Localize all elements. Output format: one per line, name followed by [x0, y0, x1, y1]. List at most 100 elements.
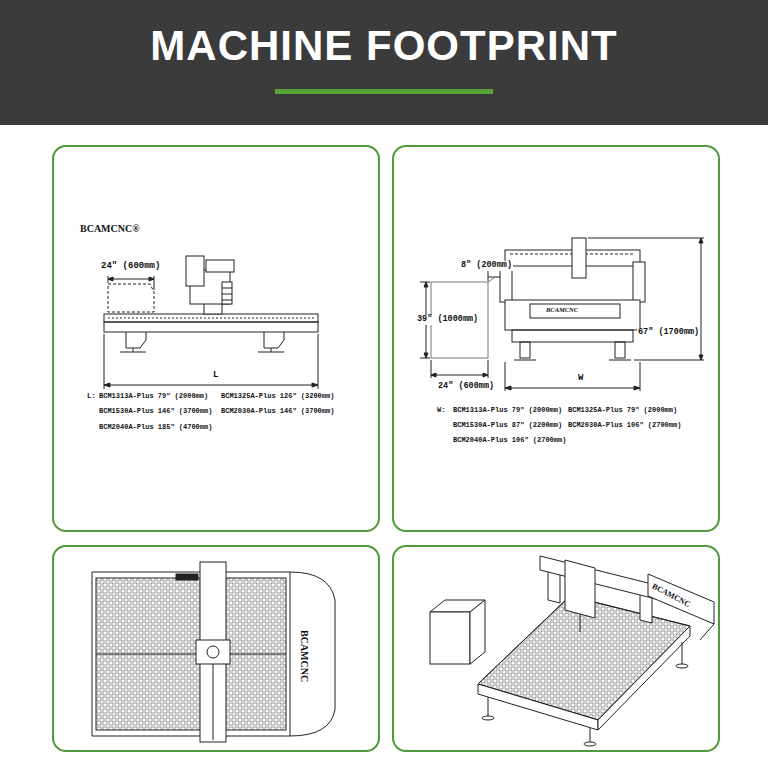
isometric-view-part	[676, 664, 688, 668]
top-view-part	[213, 664, 214, 740]
isometric-view-part	[590, 728, 591, 742]
side-view-part	[264, 332, 284, 348]
model-width: BCM1325A-Plus 79" (2000mm)	[567, 406, 678, 414]
top-view-part	[290, 572, 291, 736]
front-view-part	[633, 262, 645, 302]
model-width: BCM2040A-Plus 106" (2700mm)	[452, 436, 567, 444]
side-view-part	[133, 348, 134, 352]
isometric-view-part	[478, 684, 598, 730]
front-view-part	[640, 362, 641, 391]
side-view-part	[126, 332, 146, 348]
dimension-label: 8" (200mm)	[460, 261, 513, 271]
isometric-view-part	[682, 642, 683, 664]
isometric-view-part	[540, 556, 660, 600]
isometric-view-part	[488, 697, 489, 716]
front-view-part	[699, 238, 703, 360]
dimension-label: 67" (1700mm)	[637, 328, 700, 338]
side-view-part	[104, 383, 318, 387]
front-view-part	[520, 342, 530, 358]
front-view-part	[420, 282, 430, 283]
front-view-part	[572, 238, 586, 278]
list-heading: W:	[436, 406, 446, 414]
dimension-label: 24" (600mm)	[100, 261, 161, 271]
view-panel: BCAMCNC® 24" (600mm) L L:BCM1313A-Plus 79" …	[52, 145, 380, 532]
front-view-part	[512, 330, 633, 342]
top-view-part	[207, 646, 219, 658]
side-view-part	[154, 276, 155, 290]
isometric-view	[430, 556, 714, 746]
side-view-part	[108, 279, 154, 280]
front-view-part	[505, 362, 506, 391]
front-view-part	[505, 300, 640, 330]
side-view-part	[108, 318, 314, 319]
machine-logo: BCAMCNC	[650, 581, 693, 610]
isometric-view-part	[598, 626, 690, 730]
side-view	[104, 256, 318, 389]
dimension-label: 24" (600mm)	[437, 382, 495, 392]
top-view-part	[196, 640, 230, 664]
isometric-view-part	[648, 574, 714, 624]
front-view-part	[505, 388, 640, 389]
model-length: BCM1530A-Plus 146" (3700mm)	[98, 407, 213, 415]
dimension-label: 39" (1000mm)	[416, 315, 479, 325]
view-panel: 8" (200mm) 39" (1000mm) BCAMCNC 67" (1700mm…	[392, 145, 720, 532]
front-view-part	[488, 278, 494, 282]
top-view-part	[176, 574, 198, 580]
side-view-part	[318, 334, 319, 389]
model-length: BCM1313A-Plus 79" (2000mm)	[98, 392, 209, 400]
side-view-part	[108, 277, 154, 281]
model-length: BCM2030A-Plus 146" (3700mm)	[220, 407, 335, 415]
side-view-part	[104, 385, 318, 386]
front-view-part	[431, 373, 488, 377]
machine-logo: BCAMCNC	[299, 629, 311, 683]
front-view-part	[431, 375, 488, 376]
brand-logo: BCAMCNC®	[79, 223, 141, 235]
isometric-view-part	[580, 614, 581, 632]
isometric-view-part	[470, 600, 485, 664]
model-length: BCM1325A-Plus 126" (3200mm)	[220, 392, 335, 400]
model-width: BCM2030A-Plus 106" (2700mm)	[567, 421, 682, 429]
isometric-view-part	[565, 560, 595, 618]
side-view-part	[271, 348, 272, 352]
machine-logo: BCAMCNC	[545, 306, 579, 313]
side-view-part	[206, 260, 234, 272]
front-view-part	[588, 238, 704, 239]
page-title: MACHINE FOOTPRINT	[0, 22, 768, 70]
side-view-part	[222, 282, 232, 304]
front-view-part	[634, 360, 704, 361]
model-width: BCM1530A-Plus 87" (2200mm)	[452, 421, 563, 429]
front-view-part	[514, 360, 536, 361]
view-panel: BCAMCNC	[52, 545, 380, 752]
side-view-part	[186, 256, 204, 286]
isometric-view-part	[430, 612, 470, 664]
isometric-view-part	[584, 742, 596, 746]
model-length: BCM2040A-Plus 185" (4700mm)	[98, 423, 213, 431]
front-view-part	[530, 304, 620, 318]
side-view-part	[104, 334, 105, 389]
front-view-part	[609, 360, 631, 361]
front-view-part	[488, 270, 489, 281]
side-view-part	[222, 300, 232, 301]
front-view-part	[420, 358, 430, 359]
side-view-part	[108, 284, 154, 312]
accent-bar	[275, 89, 493, 94]
front-view-part	[701, 238, 702, 360]
dimension-label: L	[212, 370, 219, 380]
side-view-part	[222, 288, 232, 289]
side-view-part	[104, 322, 318, 332]
top-view-part	[96, 578, 286, 730]
list-heading: L:	[86, 392, 96, 400]
isometric-view-part	[700, 624, 714, 640]
isometric-view-part	[482, 716, 494, 720]
top-view-part	[96, 654, 286, 655]
dimension-label: W	[577, 373, 584, 383]
side-view-part	[104, 314, 318, 322]
top-view	[92, 562, 335, 742]
front-view-part	[505, 386, 640, 390]
view-panel: BCAMCNC	[392, 545, 720, 752]
side-view-part	[222, 294, 232, 295]
model-width: BCM1313A-Plus 79" (2000mm)	[452, 406, 563, 414]
front-view-part	[615, 342, 625, 358]
